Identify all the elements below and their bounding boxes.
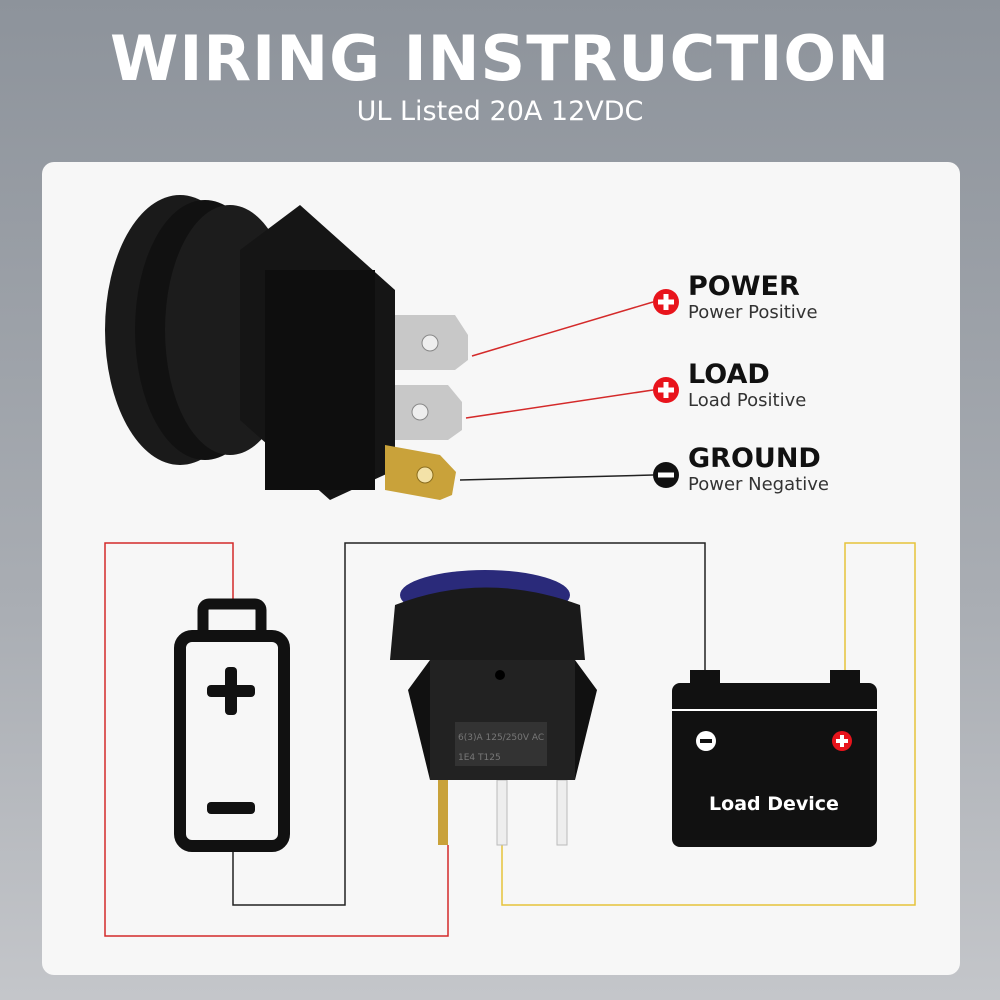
load-device-label: Load Device <box>709 793 839 815</box>
battery-icon <box>174 598 290 852</box>
terminal-ground: GROUND Power Negative <box>688 444 829 496</box>
power-wire <box>104 542 449 937</box>
terminal-name: LOAD <box>688 359 770 390</box>
switch-cert-text: 1E4 T125 <box>458 753 501 763</box>
page-subtitle: UL Listed 20A 12VDC <box>356 96 644 127</box>
terminal-power: POWER Power Positive <box>688 272 818 324</box>
ground-wire <box>232 542 706 906</box>
switch-front-view: 6(3)A 125/250V AC 1E4 T125 <box>390 570 597 846</box>
minus-icon <box>653 462 679 488</box>
power-pointer <box>471 301 654 357</box>
terminal-desc: Power Negative <box>688 474 829 495</box>
ground-pointer <box>459 474 654 481</box>
switch-side-view <box>105 195 468 500</box>
terminal-name: GROUND <box>688 443 821 474</box>
plus-icon <box>653 377 679 403</box>
plus-icon <box>653 289 679 315</box>
terminal-desc: Load Positive <box>688 390 807 411</box>
load-device-icon: Load Device <box>672 670 877 847</box>
load-wire <box>501 542 916 906</box>
terminal-desc: Power Positive <box>688 302 818 323</box>
page-title: WIRING INSTRUCTION <box>109 22 891 95</box>
terminal-load: LOAD Load Positive <box>688 360 806 412</box>
terminal-name: POWER <box>688 271 800 302</box>
load-pointer <box>465 389 654 419</box>
load-terminal <box>395 385 462 440</box>
switch-rating-text: 6(3)A 125/250V AC <box>458 733 544 743</box>
